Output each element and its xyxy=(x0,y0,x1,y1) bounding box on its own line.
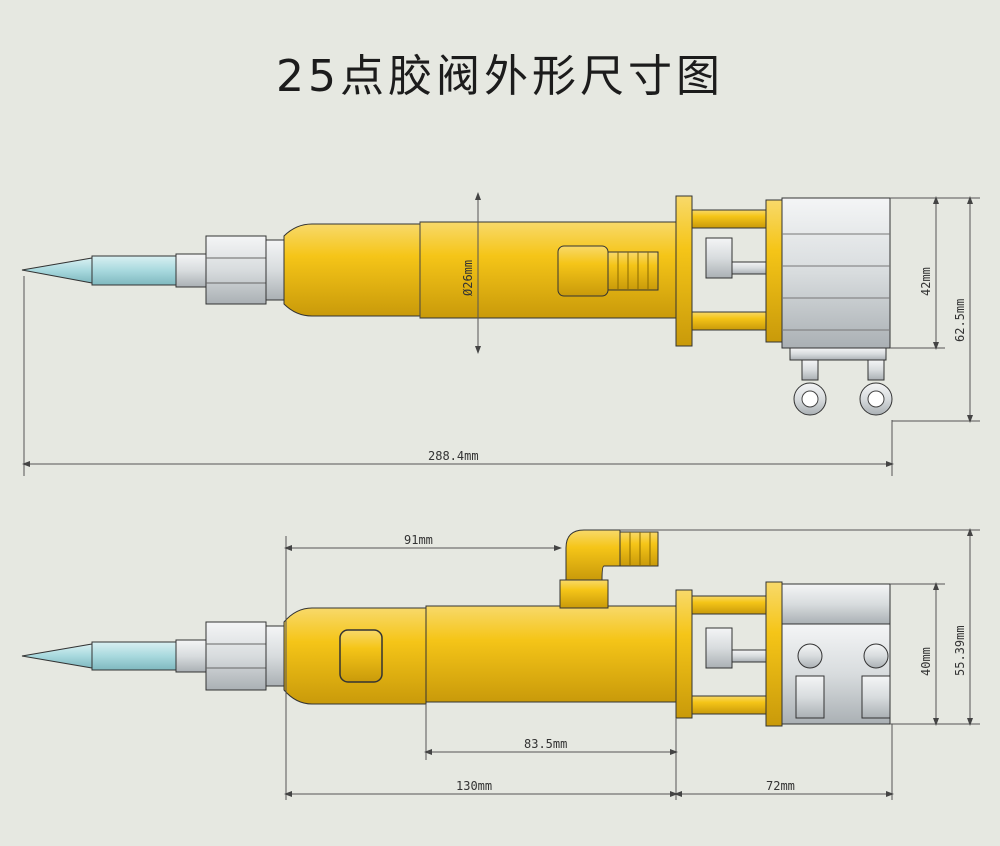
side-nozzle xyxy=(21,639,207,673)
side-cylinder-assembly xyxy=(675,581,891,727)
side-dimensions xyxy=(284,528,980,800)
side-valve-body xyxy=(283,605,679,705)
length-72-label: 72mm xyxy=(766,779,795,793)
length-130-label: 130mm xyxy=(456,779,492,793)
top-nozzle xyxy=(21,253,207,288)
top-cylinder-assembly xyxy=(675,195,891,361)
top-air-fittings xyxy=(793,359,893,416)
height-outer-label-side: 55.39mm xyxy=(953,625,967,676)
side-hex-nut xyxy=(205,621,285,691)
page-title: 25点胶阀外形尺寸图 xyxy=(276,51,724,102)
side-view: 91mm 83.5mm 130mm 72mm 40mm 55.39mm xyxy=(21,528,980,800)
top-view: Ø26mm 42mm 62.5mm 288.4mm xyxy=(21,192,980,476)
length-91-label: 91mm xyxy=(404,533,433,547)
side-elbow-fitting xyxy=(559,529,659,609)
top-barb-fitting xyxy=(557,245,659,297)
height-outer-label-top: 62.5mm xyxy=(953,299,967,342)
height-inner-label-side: 40mm xyxy=(919,647,933,676)
top-hex-nut xyxy=(205,235,285,305)
top-dimensions xyxy=(22,192,980,476)
total-length-label: 288.4mm xyxy=(428,449,479,463)
length-83-label: 83.5mm xyxy=(524,737,567,751)
height-inner-label-top: 42mm xyxy=(919,267,933,296)
diameter-label: Ø26mm xyxy=(461,260,475,296)
